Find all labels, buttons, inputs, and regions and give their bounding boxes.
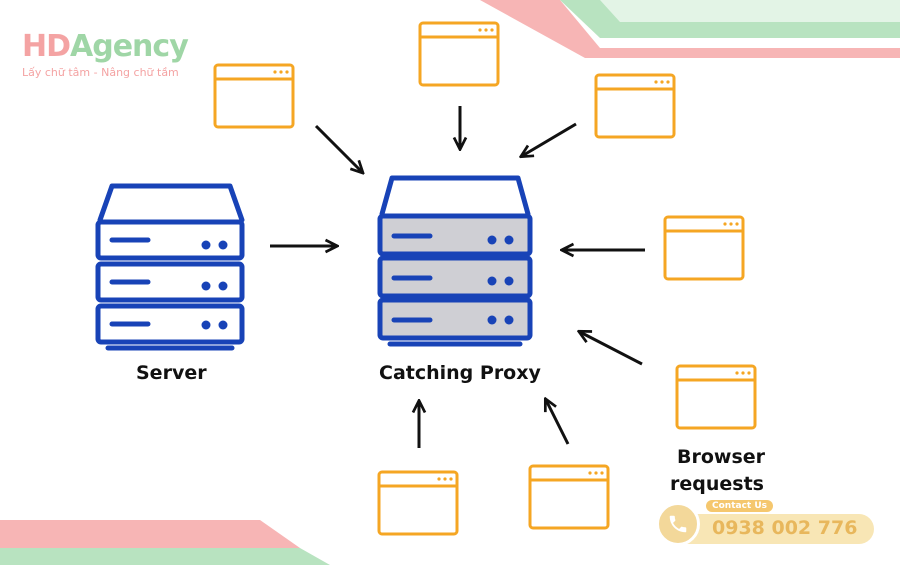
browser-window-icon: [594, 73, 676, 139]
browser-window-icon: [213, 63, 295, 129]
browser-window-icon: [418, 21, 500, 87]
arrow-browser-topright: [522, 122, 577, 156]
browser-window-icon: [663, 215, 745, 281]
phone-icon: [656, 502, 700, 546]
decor-stripes-bottom-left: [0, 520, 330, 565]
server-label: Server: [136, 362, 207, 384]
arrow-browser-bottomright: [546, 400, 570, 445]
proxy-leds: [487, 235, 514, 325]
contact-badge[interactable]: Contact Us 0938 002 776: [656, 500, 874, 548]
logo-agency-text: Agency: [70, 29, 189, 64]
logo-tagline: Lấy chữ tâm - Nâng chữ tầm: [22, 66, 179, 79]
arrow-browser-lowright: [580, 332, 643, 366]
arrow-browser-topleft: [314, 124, 362, 172]
contact-pill: [674, 514, 874, 544]
browser-label-line1: Browser: [677, 446, 766, 468]
contact-us-tag: Contact Us: [706, 500, 774, 512]
logo-hd-text: HD: [22, 29, 71, 64]
proxy-label: Catching Proxy: [379, 362, 541, 384]
proxy-server-icon: [377, 175, 533, 347]
browser-window-icon: [528, 464, 610, 530]
browser-label-line2: requests: [670, 473, 764, 495]
contact-phone-number[interactable]: 0938 002 776: [712, 517, 858, 539]
browser-window-icon: [377, 470, 459, 536]
decor-stripes-top-right: [480, 0, 900, 58]
brand-logo: HDAgency Lấy chữ tâm - Nâng chữ tầm: [22, 29, 189, 80]
browser-window-icon: [675, 364, 757, 430]
server-leds: [201, 240, 228, 330]
